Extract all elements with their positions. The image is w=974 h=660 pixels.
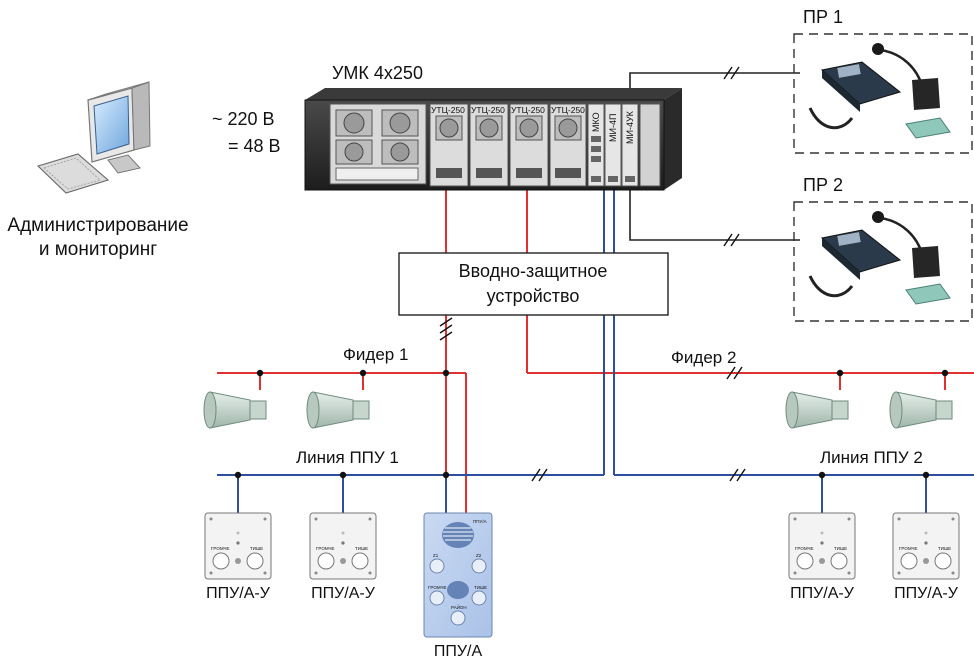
small-panel-1 — [204, 512, 272, 580]
big-panel-label: ППУ/А — [434, 643, 483, 660]
small-panel-1-label: ППУ/А-У — [206, 585, 271, 602]
protection-device-line2: устройство — [487, 286, 580, 306]
small-panel-2-label: ППУ/А-У — [311, 585, 376, 602]
ppu-line-2-label: Линия ППУ 2 — [820, 448, 923, 467]
horn-loudspeaker-icon — [889, 391, 953, 429]
feeder-2-label: Фидер 2 — [671, 348, 736, 367]
remote-station-2-label: ПР 2 — [803, 175, 843, 195]
remote-station-2 — [793, 201, 973, 322]
big-panel-btn-district: РАЙОН — [451, 603, 467, 610]
small-panel-4 — [892, 512, 960, 580]
small-panel-1-btn-louder: ГРОМЧЕ — [211, 546, 230, 551]
small-panel-2-btn-louder: ГРОМЧЕ — [316, 546, 335, 551]
small-panel-2 — [309, 512, 377, 580]
big-panel — [423, 512, 493, 638]
amplifier-title: УМК 4x250 — [332, 63, 423, 83]
big-panel-btn-z2: Z2 — [476, 553, 482, 558]
amp-module-label-1: УТЦ-250 — [431, 105, 465, 115]
mi4p-card — [604, 103, 622, 187]
desk-phone-icon — [808, 61, 902, 130]
ppu-line-1-label: Линия ППУ 1 — [296, 448, 399, 467]
amp-module-3 — [509, 103, 549, 187]
remote-station-1-label: ПР 1 — [803, 7, 843, 27]
amp-module-4 — [549, 103, 587, 187]
big-panel-btn-z1: Z1 — [433, 553, 439, 558]
amp-module-2 — [469, 103, 509, 187]
foot-pedal-icon — [905, 117, 951, 139]
mko-label: МКО — [591, 112, 601, 132]
horn-loudspeaker-icon — [203, 391, 267, 429]
admin-label-line2: и мониторинг — [39, 239, 157, 260]
desk-phone-icon — [808, 229, 902, 298]
horn-loudspeaker-icon — [785, 391, 849, 429]
mi4p-label: МИ-4П — [608, 114, 618, 142]
remote-station-1 — [793, 33, 973, 154]
wire-count-marks — [439, 66, 746, 482]
mi4uk-card — [621, 103, 639, 187]
mi4uk-label: МИ-4УК — [625, 110, 635, 144]
amplifier-rack — [304, 88, 682, 191]
amp-module-1 — [429, 103, 469, 187]
protection-device-line1: Вводно-защитное — [459, 261, 608, 281]
mko-card — [587, 103, 605, 187]
small-panel-3-btn-louder: ГРОМЧЕ — [795, 546, 814, 551]
big-panel-header: ППУ/А — [473, 519, 487, 524]
small-panel-4-btn-quieter: ТИШЕ — [938, 546, 951, 551]
small-panel-1-btn-quieter: ТИШЕ — [250, 546, 263, 551]
gooseneck-microphone-icon — [872, 43, 940, 110]
computer-icon — [36, 81, 151, 194]
big-panel-btn-quieter: ТИШЕ — [474, 585, 487, 590]
ppu-line-wiring — [217, 190, 974, 513]
gooseneck-microphone-icon — [872, 211, 940, 278]
protection-device-box — [398, 252, 669, 316]
amp-module-label-3: УТЦ-250 — [511, 105, 545, 115]
power-ac-label: ~ 220 В — [212, 109, 275, 129]
small-panel-4-btn-louder: ГРОМЧЕ — [899, 546, 918, 551]
amp-module-label-2: УТЦ-250 — [471, 105, 505, 115]
horn-loudspeaker-icon — [306, 391, 370, 429]
admin-label-line1: Администрирование — [7, 215, 188, 236]
junction-dots — [234, 369, 949, 479]
small-panel-3-label: ППУ/А-У — [790, 585, 855, 602]
feeder-1-label: Фидер 1 — [343, 345, 408, 364]
small-panel-3-btn-quieter: ТИШЕ — [834, 546, 847, 551]
big-panel-btn-louder: ГРОМЧЕ — [428, 585, 447, 590]
small-panel-4-label: ППУ/А-У — [894, 585, 959, 602]
power-dc-label: = 48 В — [228, 136, 281, 156]
small-panel-2-btn-quieter: ТИШЕ — [355, 546, 368, 551]
small-panel-3 — [788, 512, 856, 580]
foot-pedal-icon — [905, 283, 951, 305]
amp-module-label-4: УТЦ-250 — [551, 105, 585, 115]
